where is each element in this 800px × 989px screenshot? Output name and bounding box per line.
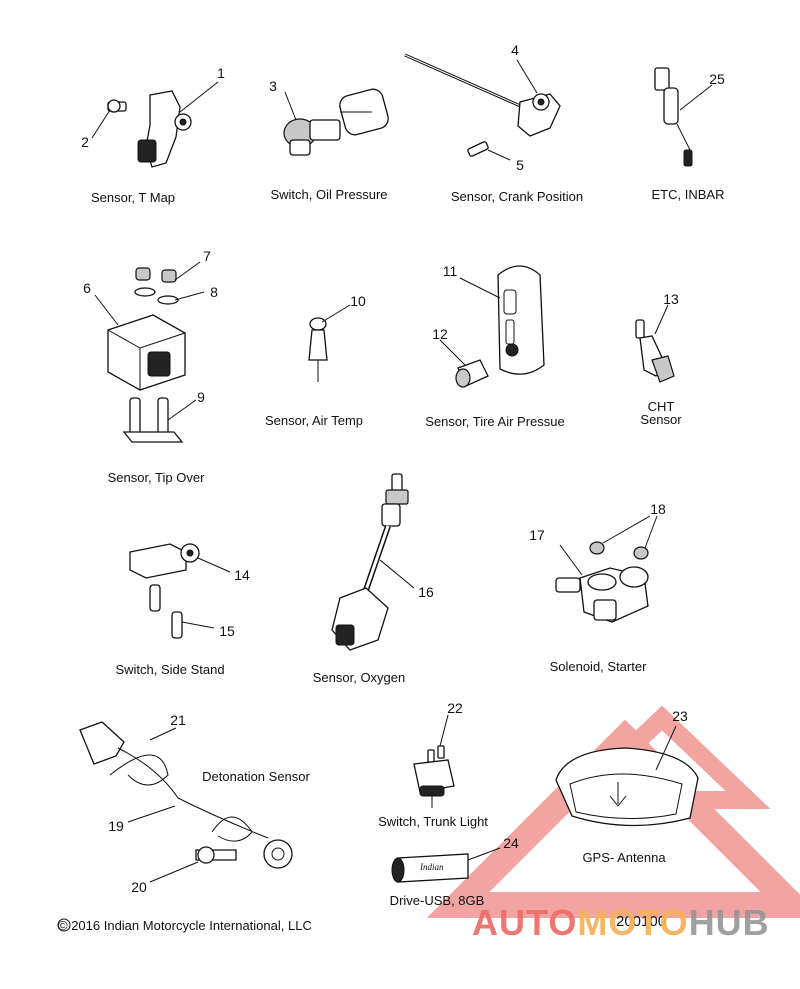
- watermark-part1: AUTO: [472, 902, 578, 943]
- starter-solenoid-drawing: [555, 515, 658, 623]
- crank-sensor-drawing: [404, 53, 561, 161]
- caption-tip-over: Sensor, Tip Over: [107, 470, 205, 485]
- svg-text:Indian: Indian: [419, 862, 444, 872]
- oxygen-sensor-drawing: [331, 473, 415, 651]
- gps-antenna-drawing: [555, 725, 699, 827]
- part-number: 2: [81, 134, 89, 150]
- trunk-switch-drawing: [413, 714, 455, 808]
- caption-etc: ETC, INBAR: [651, 187, 725, 202]
- part-number: 6: [83, 280, 91, 296]
- copyright-text: © 2016 Indian Motorcycle International, …: [58, 918, 312, 933]
- etc-drawing: [654, 67, 713, 167]
- part-number: 18: [650, 501, 666, 517]
- part-number: 10: [350, 293, 366, 309]
- sidestand-switch-drawing: [129, 543, 231, 639]
- caption-air-temp: Sensor, Air Temp: [264, 413, 364, 428]
- part-number: 23: [672, 708, 688, 724]
- part-number: 25: [709, 71, 725, 87]
- caption-oil-pressure: Switch, Oil Pressure: [270, 187, 388, 202]
- caption-cht-line1: CHT: [647, 399, 675, 414]
- part-number: 20: [131, 879, 147, 895]
- part-number: 8: [210, 284, 218, 300]
- tipover-sensor-drawing: [94, 261, 205, 443]
- part-number: 16: [418, 584, 434, 600]
- watermark-part3: HUB: [688, 902, 770, 943]
- caption-trunk-light: Switch, Trunk Light: [378, 814, 488, 829]
- watermark-logo: AUTOMOTOHUB: [472, 902, 770, 944]
- usb-drive-drawing: Indian: [391, 847, 501, 883]
- part-number: 4: [511, 42, 519, 58]
- caption-tire-pressure: Sensor, Tire Air Pressue: [425, 414, 565, 429]
- part-number: 17: [529, 527, 545, 543]
- part-number: 9: [197, 389, 205, 405]
- oil-switch-drawing: [283, 88, 389, 156]
- caption-side-stand: Switch, Side Stand: [115, 662, 225, 677]
- caption-usb: Drive-USB, 8GB: [389, 893, 485, 908]
- caption-crank-position: Sensor, Crank Position: [450, 189, 584, 204]
- caption-tmap: Sensor, T Map: [90, 190, 176, 205]
- caption-detonation: Detonation Sensor: [202, 769, 310, 784]
- part-number: 15: [219, 623, 235, 639]
- watermark-part2: MOTO: [577, 902, 689, 943]
- part-number: 3: [269, 78, 277, 94]
- part-number: 5: [516, 157, 524, 173]
- caption-cht-line2: Sensor: [640, 412, 682, 427]
- caption-gps: GPS- Antenna: [582, 850, 666, 865]
- document-number: 200100: [616, 913, 667, 930]
- part-number: 12: [432, 326, 448, 342]
- tmap-sensor-drawing: [91, 81, 219, 168]
- part-number: 24: [503, 835, 519, 851]
- caption-oxygen: Sensor, Oxygen: [312, 670, 406, 685]
- part-number: 19: [108, 818, 124, 834]
- part-number: 13: [663, 291, 679, 307]
- part-number: 22: [447, 700, 463, 716]
- cht-sensor-drawing: [635, 304, 675, 383]
- caption-starter: Solenoid, Starter: [549, 659, 647, 674]
- part-number: 21: [170, 712, 186, 728]
- part-number: 14: [234, 567, 250, 583]
- part-number: 11: [442, 263, 458, 279]
- part-number: 7: [203, 248, 211, 264]
- detonation-sensor-drawing: [79, 721, 293, 883]
- airtemp-sensor-drawing: [308, 304, 351, 382]
- part-number: 1: [217, 65, 225, 81]
- tire-sensor-drawing: [439, 265, 545, 388]
